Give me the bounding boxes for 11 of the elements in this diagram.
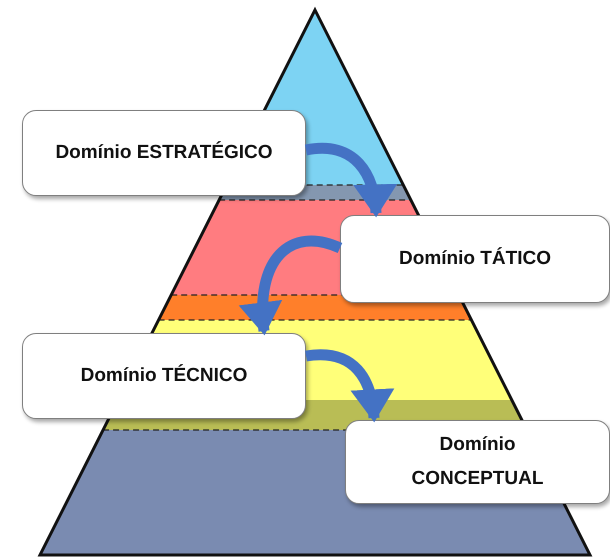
curved-arrow	[305, 142, 396, 218]
domain-box	[22, 110, 306, 196]
domain-label: Domínio CONCEPTUAL	[410, 433, 544, 491]
domain-label: Domínio TÉCNICO	[80, 363, 248, 388]
curved-arrow	[240, 236, 342, 336]
domain-box	[340, 215, 610, 303]
domain-box	[22, 333, 306, 419]
domain-box	[345, 420, 610, 504]
domain-label: Domínio TÁTICO	[399, 246, 551, 271]
domain-label: Domínio ESTRATÉGICO	[55, 140, 273, 165]
curved-arrow	[305, 349, 394, 422]
